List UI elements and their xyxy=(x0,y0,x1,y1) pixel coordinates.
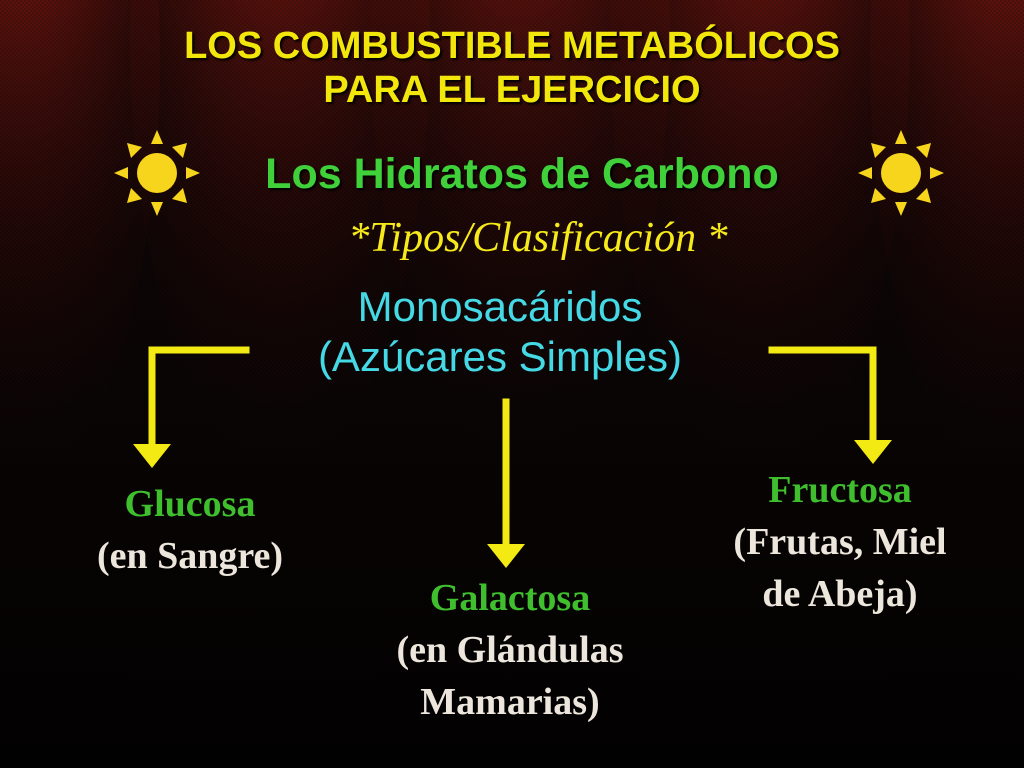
arrowhead-glucosa xyxy=(133,444,171,468)
slide-title: LOS COMBUSTIBLE METABÓLICOS PARA EL EJER… xyxy=(0,24,1024,112)
arrowhead-fructosa xyxy=(854,440,892,464)
classification-heading: *Tipos/Clasificación * xyxy=(348,215,728,261)
title-line-2: PARA EL EJERCICIO xyxy=(323,69,701,111)
node-description: (en Glándulas xyxy=(396,629,624,671)
sun-icon xyxy=(114,130,200,216)
root-node-description: (Azúcares Simples) xyxy=(317,333,683,380)
title-line-1: LOS COMBUSTIBLE METABÓLICOS xyxy=(184,25,840,67)
node-description: de Abeja) xyxy=(762,573,918,615)
node-fructosa: Fructosa (Frutas, Miel de Abeja) xyxy=(690,464,990,620)
arrow-to-fructosa xyxy=(768,346,877,446)
root-node-name: Monosacáridos xyxy=(357,283,643,330)
node-galactosa: Galactosa (en Glándulas Mamarias) xyxy=(340,572,680,728)
slide-subtitle: Los Hidratos de Carbono xyxy=(265,150,779,198)
node-name: Galactosa xyxy=(429,577,591,619)
root-node-monosacaridos: Monosacáridos (Azúcares Simples) xyxy=(250,282,750,382)
node-description: Mamarias) xyxy=(420,681,600,723)
node-name: Fructosa xyxy=(768,469,912,511)
arrowhead-galactosa xyxy=(487,544,525,568)
node-description: (Frutas, Miel xyxy=(733,521,947,563)
node-name: Glucosa xyxy=(124,483,256,525)
node-description: (en Sangre) xyxy=(96,535,284,577)
node-glucosa: Glucosa (en Sangre) xyxy=(50,478,330,582)
arrow-to-glucosa xyxy=(148,346,250,450)
sun-icon xyxy=(858,130,944,216)
